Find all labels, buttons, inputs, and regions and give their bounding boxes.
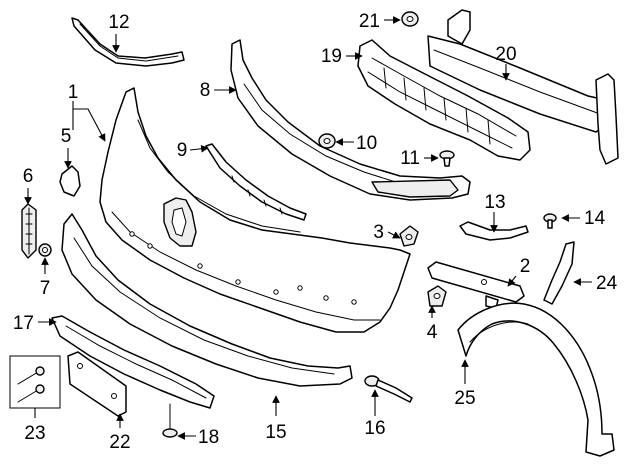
part-6-emblem xyxy=(21,203,37,259)
callout-4: 4 xyxy=(427,322,438,343)
part-8-lower-grille-valance xyxy=(230,39,471,201)
callout-21: 21 xyxy=(359,11,380,32)
part-4-sensor xyxy=(427,285,447,307)
part-1-bumper-cover xyxy=(99,87,411,333)
part-15-lower-deflector xyxy=(61,213,353,387)
callout-1: 1 xyxy=(68,82,79,103)
callout-16: 16 xyxy=(364,418,385,439)
callout-8: 8 xyxy=(200,80,211,101)
callout-15: 15 xyxy=(265,422,286,443)
part-3-sensor xyxy=(399,225,419,247)
callout-6: 6 xyxy=(23,166,34,187)
callout-20: 20 xyxy=(495,44,516,65)
part-19-energy-absorber xyxy=(357,39,531,161)
part-11-push-clip xyxy=(439,150,455,167)
callout-18: 18 xyxy=(198,427,219,448)
callout-13: 13 xyxy=(484,192,505,213)
callout-12: 12 xyxy=(108,12,129,33)
callout-25: 25 xyxy=(454,388,475,409)
callout-2: 2 xyxy=(520,256,531,277)
part-10-push-nut xyxy=(318,133,336,149)
part-22-license-bracket xyxy=(67,351,127,417)
callout-7: 7 xyxy=(40,278,51,299)
part-9-molding-strip xyxy=(205,143,307,221)
callout-19: 19 xyxy=(321,46,342,67)
callout-10: 10 xyxy=(356,133,377,154)
part-7-emblem-nut xyxy=(38,243,52,257)
part-12-upper-bracket xyxy=(71,17,185,67)
callout-9: 9 xyxy=(177,140,188,161)
callout-11: 11 xyxy=(400,148,420,169)
part-23-fasteners xyxy=(9,355,61,409)
callout-22: 22 xyxy=(109,432,130,453)
part-24-side-bracket xyxy=(543,241,575,305)
part-5-bracket xyxy=(59,165,81,197)
callout-23: 23 xyxy=(24,423,45,444)
callout-5: 5 xyxy=(61,126,72,147)
part-21-clip-nut xyxy=(401,11,419,27)
part-14-bolt xyxy=(543,213,557,229)
callout-24: 24 xyxy=(596,273,618,294)
part-25-wheel-molding xyxy=(457,302,615,457)
part-16-push-pin xyxy=(364,375,413,403)
callout-17: 17 xyxy=(13,313,34,334)
part-18-fastener xyxy=(162,403,178,438)
part-17-splash-shield xyxy=(51,315,215,409)
part-20-reinforcement-beam xyxy=(427,9,619,165)
callout-3: 3 xyxy=(373,222,384,243)
callout-14: 14 xyxy=(584,208,606,229)
